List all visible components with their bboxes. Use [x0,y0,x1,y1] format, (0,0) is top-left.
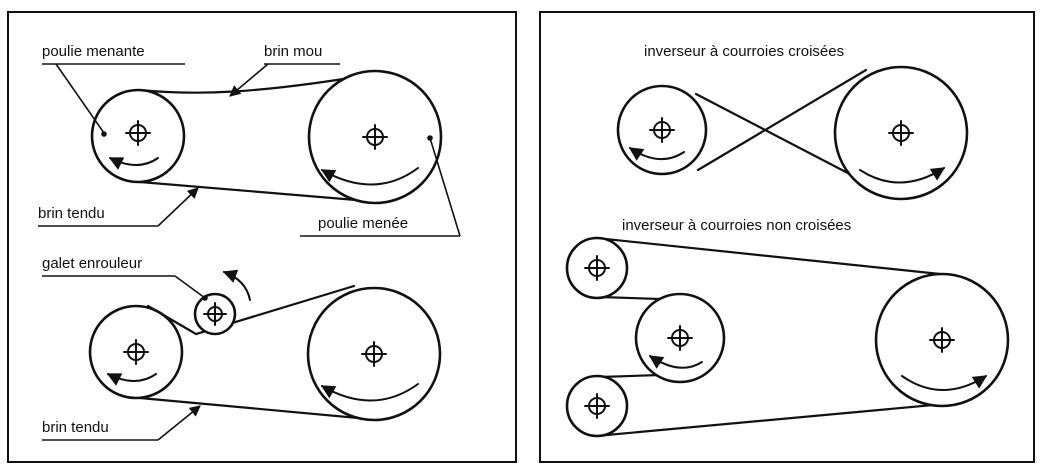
crosshair-circle-icon [123,339,149,365]
crosshair-circle-icon [649,117,675,143]
crosshair-circle-icon [362,124,388,150]
curved-arrow-icon [901,375,988,391]
tight-side-belt [138,396,382,422]
crosshair-circle-icon [584,255,610,281]
inner-belt-strand [598,295,662,301]
crossed-belt-strand [696,68,868,172]
crosshair-circle-icon [361,341,387,367]
label-slack-side: brin mou [264,43,322,60]
inner-belt-strand [598,373,662,379]
leader-arrow [229,63,269,97]
crosshair-circle-icon [584,393,610,419]
crosshair-circle-icon [888,120,914,146]
left-panel-frame [7,11,517,463]
curved-arrow-icon [320,167,419,186]
crossed-belt-title: inverseur à courroies croisées [644,43,844,60]
crossed-belt-reverser: inverseur à courroies croisées [616,43,969,201]
leader-line [429,137,461,237]
uncrossed-belt-reverser: inverseur à courroies non croisées [565,217,1010,438]
crosshair-circle-icon [125,120,151,146]
tight-side-belt [138,180,382,204]
leader-dot [427,135,433,141]
crosshair-circle-icon [929,327,955,353]
curved-arrow-icon [222,269,251,301]
outer-belt-strand [594,402,946,438]
curved-arrow-icon [106,373,157,386]
label-driving-pulley: poulie menante [42,43,145,60]
idler-belt-drive: galet enrouleur brin tendu [42,255,442,441]
label-idler: galet enrouleur [42,255,142,272]
leader-dot [202,295,208,301]
crosshair-circle-icon [667,325,693,351]
curved-arrow-icon [859,167,946,184]
label-tight-side: brin tendu [38,205,105,222]
leader-dot [101,131,107,137]
crosshair-circle-icon [203,302,227,326]
leader-arrow [157,187,199,227]
open-belt-drive: poulie menante brin mou brin tendu pouli… [38,43,461,237]
leader-arrow [157,405,201,441]
leader-line [55,63,105,134]
outer-belt-strand [594,236,942,276]
curved-arrow-icon [108,157,159,170]
label-driven-pulley: poulie menée [318,215,408,232]
curved-arrow-icon [320,383,419,402]
label-tight-side: brin tendu [42,419,109,436]
curved-arrow-icon [648,355,703,369]
leader-line [174,275,206,299]
uncrossed-belt-title: inverseur à courroies non croisées [622,217,851,234]
curved-arrow-icon [628,147,685,161]
